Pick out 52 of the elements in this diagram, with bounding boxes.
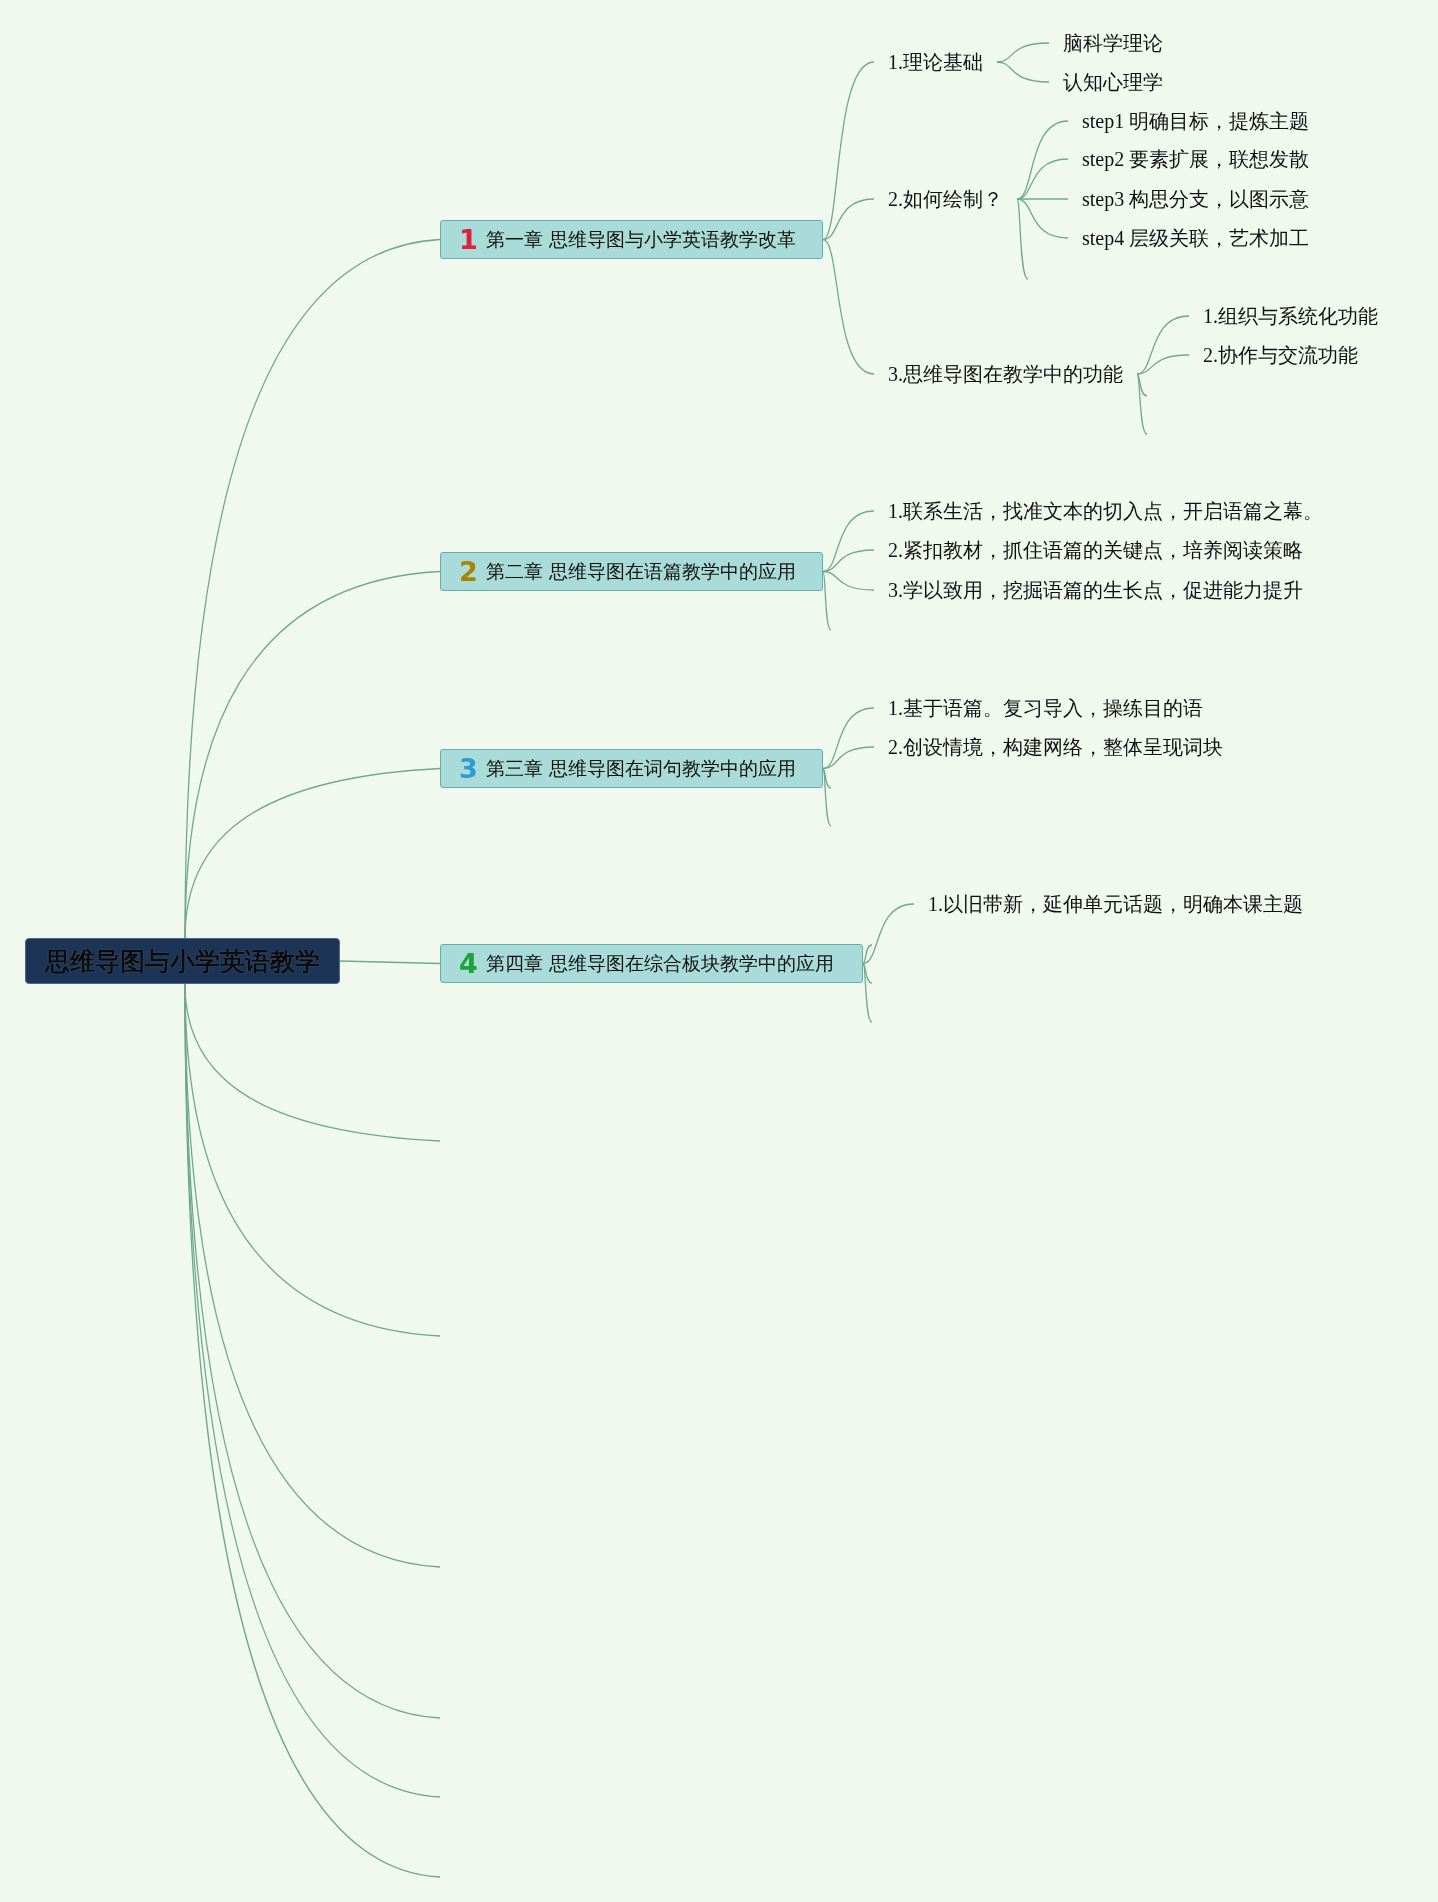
branch-line	[822, 61, 875, 241]
chapter-title: 第二章 思维导图在语篇教学中的应用	[485, 558, 796, 584]
topic-text: 2.如何绘制？	[874, 187, 1017, 211]
topic-text: step1 明确目标，提炼主题	[1068, 109, 1324, 133]
chapter-title: 第一章 思维导图与小学英语教学改革	[485, 226, 796, 252]
topic-text: 2.协作与交流功能	[1189, 343, 1372, 367]
branch-line	[822, 767, 832, 789]
chapter-box	[440, 552, 823, 591]
topic-text: 1.联系生活，找准文本的切入点，开启语篇之幕。	[874, 499, 1337, 523]
topic-text: 1.理论基础	[874, 50, 997, 74]
topic-text: 3.思维导图在教学中的功能	[874, 362, 1137, 386]
priority-number: 2	[459, 556, 478, 587]
topic-text: 3.学以致用，挖掘语篇的生长点，促进能力提升	[874, 578, 1317, 602]
branch-line	[1136, 373, 1148, 435]
branch-line	[184, 767, 441, 939]
chapter-box	[440, 220, 823, 259]
branch-line	[1016, 198, 1029, 280]
topic-text: 2.紧扣教材，抓住语篇的关键点，培养阅读策略	[874, 538, 1317, 562]
branch-line	[996, 61, 1050, 83]
branch-line	[862, 944, 873, 965]
branch-line	[822, 510, 875, 573]
topic-text: 1.基于语篇。复习导入，操练目的语	[874, 696, 1217, 720]
branch-line	[822, 746, 875, 770]
branch-line	[1016, 198, 1069, 239]
root-box: 思维导图与小学英语教学	[25, 938, 340, 984]
chapter-title: 第三章 思维导图在词句教学中的应用	[485, 755, 796, 781]
topic-text: 脑科学理论	[1049, 31, 1177, 55]
branch-line	[822, 570, 832, 631]
branch-line	[862, 962, 873, 984]
topic-text: 1.组织与系统化功能	[1189, 304, 1392, 328]
branch-line	[822, 707, 875, 770]
branch-line	[1136, 373, 1148, 397]
priority-number: 3	[459, 753, 478, 784]
priority-number: 4	[459, 948, 478, 979]
branch-line	[1016, 198, 1069, 200]
topic-text: step4 层级关联，艺术加工	[1068, 226, 1324, 250]
topic-text: 认知心理学	[1049, 70, 1177, 94]
chapter-title: 第四章 思维导图在综合板块教学中的应用	[485, 950, 834, 976]
branch-line	[822, 238, 875, 375]
priority-number: 1	[459, 224, 478, 255]
topic-text: step3 构思分支，以图示意	[1068, 187, 1324, 211]
branch-line	[996, 42, 1050, 63]
chapter-box	[440, 749, 823, 788]
branch-line	[822, 570, 875, 591]
branch-line	[339, 960, 441, 965]
chapter-box	[440, 944, 863, 983]
branch-line	[1136, 354, 1190, 375]
branch-line	[822, 198, 875, 241]
branch-line	[862, 903, 915, 965]
topic-text: 2.创设情境，构建网络，整体呈现词块	[874, 735, 1237, 759]
topic-text: 1.以旧带新，延伸单元话题，明确本课主题	[914, 892, 1317, 916]
topic-text: step2 要素扩展，联想发散	[1068, 147, 1324, 171]
